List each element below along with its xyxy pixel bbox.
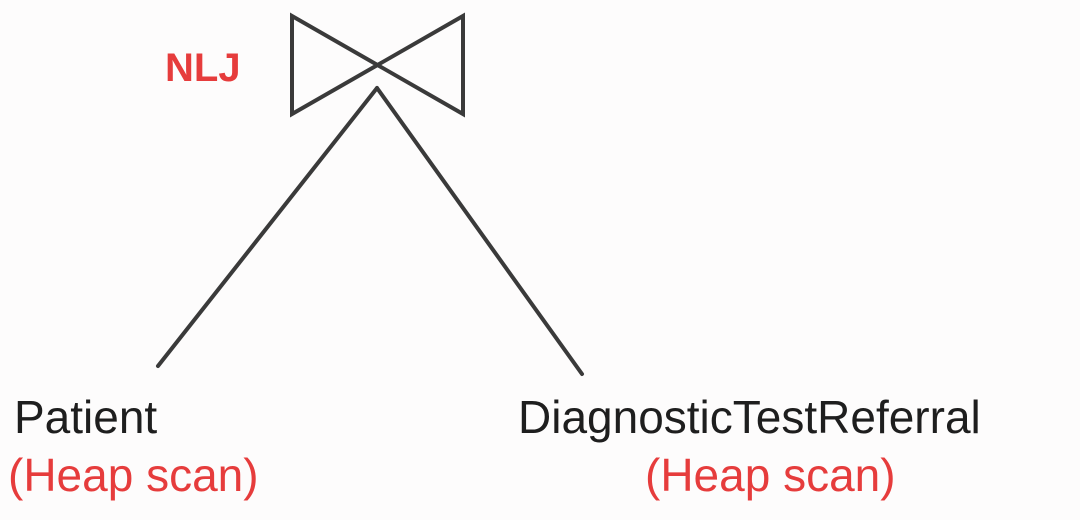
right-access-method: (Heap scan) xyxy=(645,449,896,501)
join-operator-label: NLJ xyxy=(165,46,241,90)
right-relation-name: DiagnosticTestReferral xyxy=(518,391,981,443)
bowtie-join-icon xyxy=(290,12,465,118)
left-relation-name: Patient xyxy=(14,391,158,443)
left-access-method: (Heap scan) xyxy=(8,449,259,501)
edge-to-left-input xyxy=(156,86,379,368)
edge-to-right-input xyxy=(375,86,584,376)
